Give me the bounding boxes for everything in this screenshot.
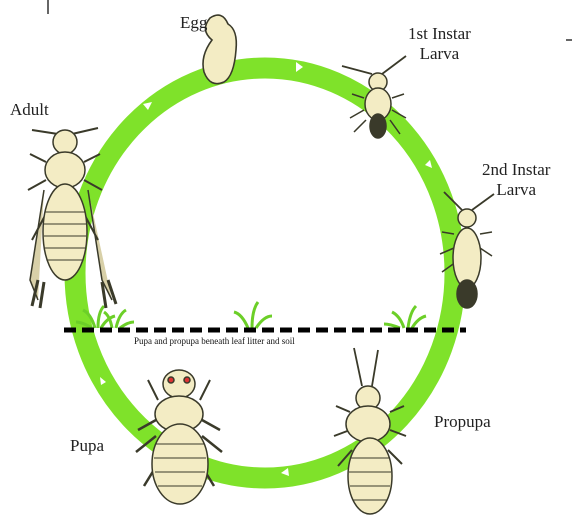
grass-tufts	[76, 302, 426, 328]
label-first-instar-line2: Larva	[408, 44, 471, 64]
label-first-instar-larva: 1st Instar Larva	[408, 24, 471, 64]
label-adult: Adult	[10, 100, 49, 120]
label-second-instar-line1: 2nd Instar	[482, 160, 550, 180]
label-pupa: Pupa	[70, 436, 104, 456]
label-egg: Egg	[180, 13, 207, 33]
label-first-instar-line1: 1st Instar	[408, 24, 471, 44]
label-second-instar-larva: 2nd Instar Larva	[482, 160, 550, 200]
label-propupa: Propupa	[434, 412, 491, 432]
egg-illustration	[203, 15, 236, 84]
life-cycle-ring	[75, 68, 455, 478]
label-second-instar-line2: Larva	[482, 180, 550, 200]
propupa-illustration	[334, 348, 406, 514]
soil-note: Pupa and propupa beneath leaf litter and…	[134, 336, 295, 346]
